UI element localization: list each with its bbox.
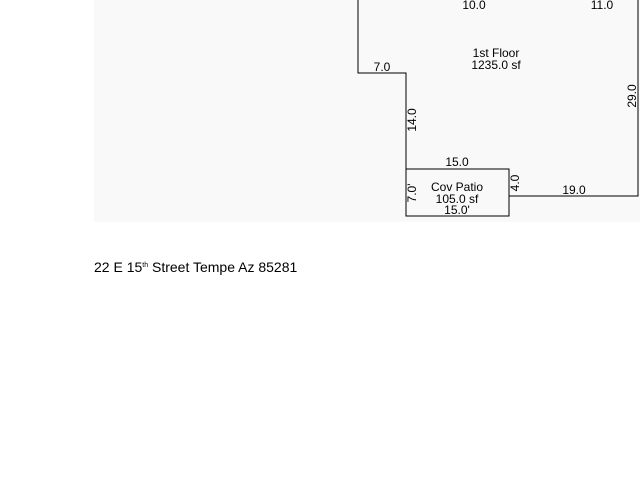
- address-prefix: 22 E 15: [94, 259, 143, 275]
- property-address: 22 E 15th Street Tempe Az 85281: [94, 259, 297, 275]
- dim-top-left: 10.0: [462, 0, 486, 12]
- dim-patio-right: 4.0: [508, 174, 522, 191]
- room-1st-floor-area: 1235.0 sf: [471, 58, 521, 72]
- address-suffix: Street Tempe Az 85281: [148, 259, 298, 275]
- room-1st-floor-name: 1st Floor: [473, 46, 520, 60]
- floor-plan-panel: [94, 0, 640, 222]
- dim-right-wall: 29.0: [625, 84, 639, 108]
- cov-patio-outline: [405, 168, 510, 217]
- address-ordinal: th: [142, 262, 149, 269]
- dim-patio-top: 15.0: [445, 155, 469, 169]
- dim-left-wall: 14.0: [405, 108, 419, 132]
- dim-step-top: 7.0: [374, 60, 391, 74]
- dim-patio-left: 7.0': [405, 184, 419, 203]
- bottom-wall: [509, 0, 639, 197]
- dim-top-right: 11.0: [591, 0, 614, 12]
- dim-bottom-right: 19.0: [562, 183, 586, 197]
- room-cov-patio-area: 105.0 sf: [436, 192, 479, 206]
- main-outline-wall: [357, 0, 407, 169]
- room-cov-patio-bottom-dim: 15.0': [444, 203, 470, 217]
- room-cov-patio-name: Cov Patio: [431, 180, 483, 194]
